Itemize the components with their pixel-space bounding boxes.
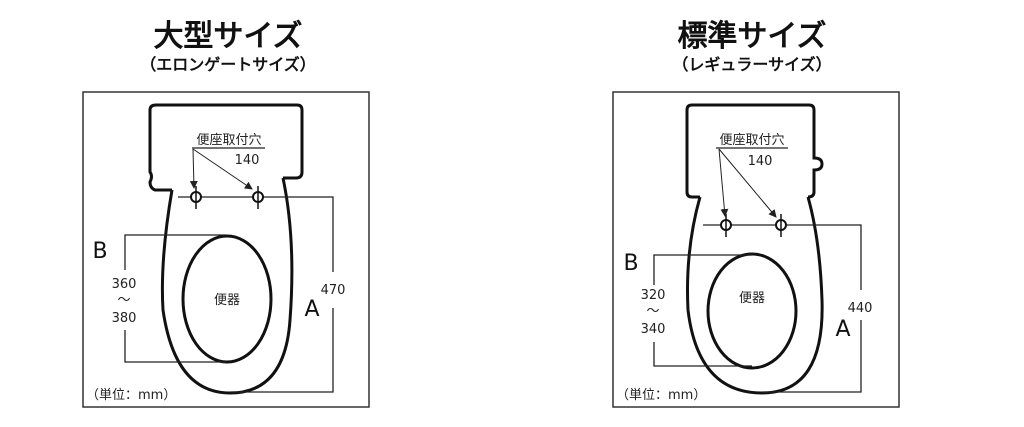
arrow-icon [718, 148, 777, 218]
b-max: 380 [112, 311, 137, 326]
standard-size-title: 標準サイズ [677, 19, 826, 54]
bowl-label: 便器 [214, 293, 240, 308]
bowl-opening [181, 234, 273, 364]
diagram-frame [82, 91, 370, 408]
arrow-icon [192, 148, 253, 190]
large-size-subtitle: （エロンゲートサイズ） [140, 55, 316, 74]
b-tilde: ～ [117, 293, 130, 308]
a-value: 440 [848, 301, 873, 316]
a-label: A [304, 297, 319, 322]
b-min: 360 [112, 277, 137, 292]
hole-spacing: 140 [748, 154, 773, 169]
standard-size-subtitle: （レギュラーサイズ） [672, 55, 831, 74]
large-size-title: 大型サイズ [153, 19, 302, 54]
bowl-label: 便器 [739, 291, 765, 306]
hole-label: 便座取付穴 [719, 133, 784, 148]
b-label: B [92, 239, 107, 264]
arrow-icon [189, 148, 198, 189]
hole-label: 便座取付穴 [196, 133, 261, 148]
a-label: A [835, 317, 850, 342]
large-size-diagram: 大型サイズ （エロンゲートサイズ） 便座取付穴 140 便器 B 360 ～ 3… [82, 19, 370, 408]
b-max: 340 [641, 322, 666, 337]
dimension-line-a [178, 196, 334, 393]
toilet-tank-outline [148, 103, 304, 192]
unit-label: （単位：mm） [616, 387, 706, 403]
toilet-seat-outline [686, 196, 824, 395]
standard-size-diagram: 標準サイズ （レギュラーサイズ） 便座取付穴 140 便器 B 320 ～ 34… [612, 19, 900, 408]
unit-label: （単位：mm） [86, 387, 176, 403]
toilet-tank-outline [685, 103, 824, 199]
dimension-line-b [653, 254, 752, 367]
toilet-seat-outline [160, 177, 294, 395]
diagram-frame [612, 91, 900, 408]
arrow-icon [718, 148, 729, 217]
hole-spacing: 140 [235, 153, 260, 168]
a-value: 470 [321, 283, 346, 298]
b-label: B [623, 251, 638, 276]
dimension-line-a [703, 224, 862, 393]
dimension-line-b [124, 234, 226, 363]
b-min: 320 [641, 288, 666, 303]
b-tilde: ～ [646, 304, 659, 319]
bowl-opening [706, 252, 798, 370]
